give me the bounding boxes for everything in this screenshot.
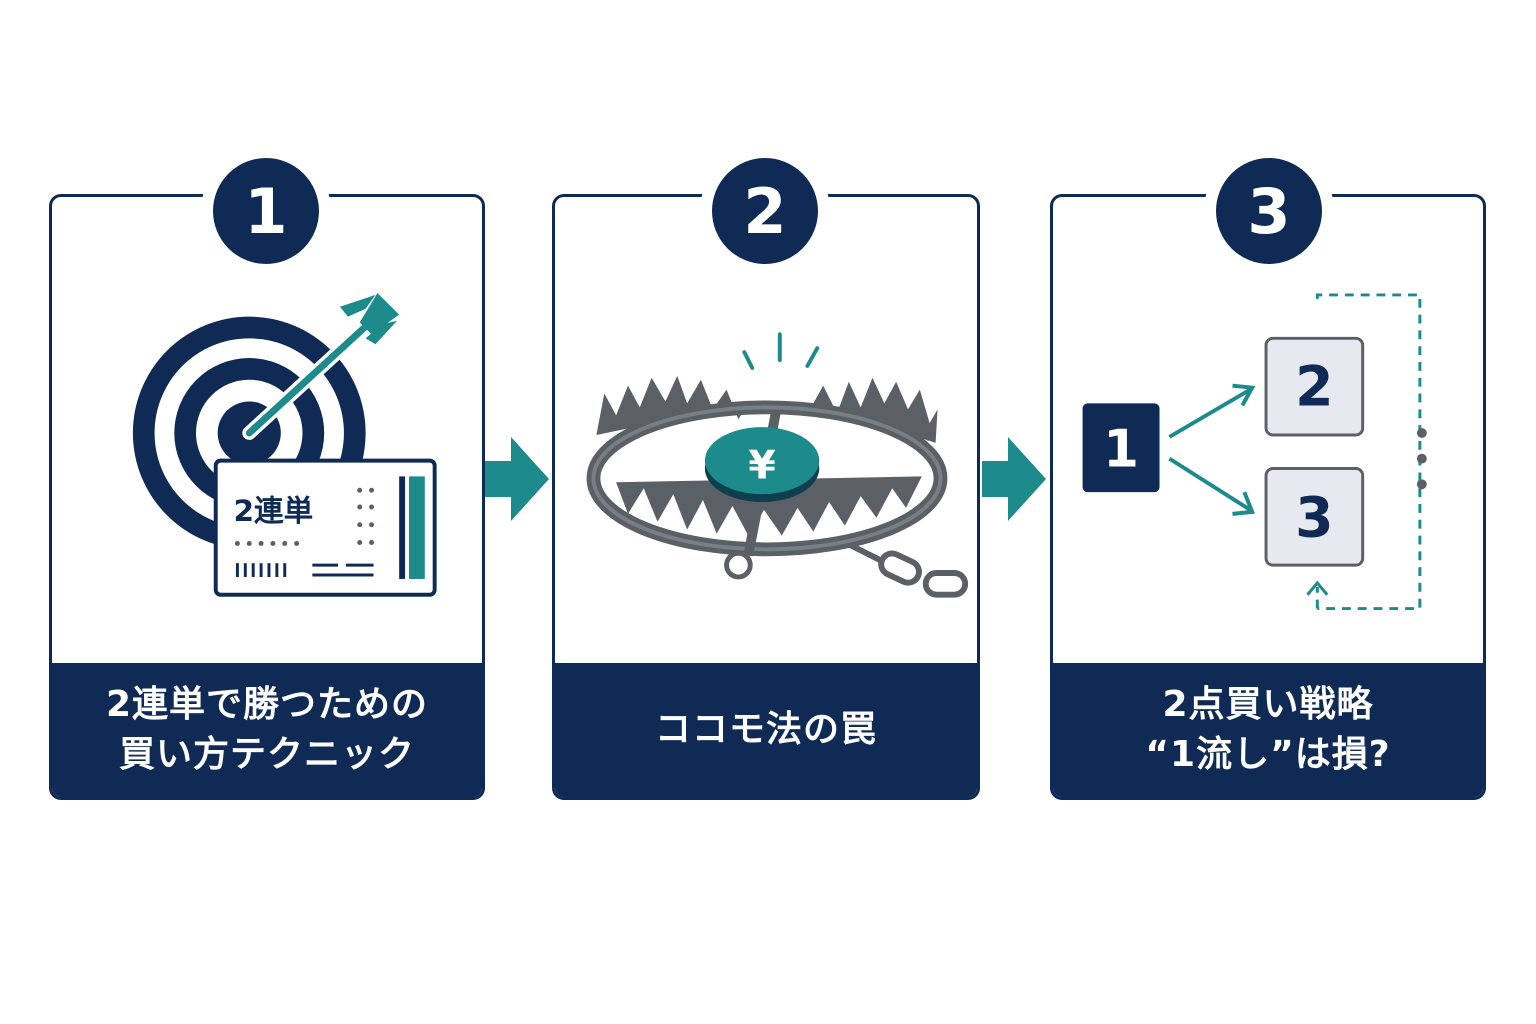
step-card-2: ¥ ココモ法の罠 [552,194,980,800]
step-badge-1: 1 [201,146,331,276]
target-box-label: 2 [1295,355,1333,419]
step-card-3: 1 2 3 2点買い戦略 “1流し”は損? [1050,194,1486,800]
bear-trap-icon [586,375,969,598]
caption-line: 買い方テクニック [118,734,415,775]
coin-symbol: ¥ [748,442,775,488]
step-3-illustration: 1 2 3 [1082,293,1427,611]
source-box-label: 1 [1103,420,1139,480]
caption-line: ココモ法の罠 [654,709,877,750]
alert-lines-icon [742,332,820,370]
step-3-caption: 2点買い戦略 “1流し”は損? [1053,663,1483,797]
step-card-1: 2連単 2連単で勝つための 買い方テクニック [49,194,485,800]
caption-line: 2連単で勝つための [105,684,429,725]
ticket-icon: 2連単 [213,458,437,597]
flow-diagram-icon [1082,293,1427,611]
caption-line: “1流し”は損? [1145,734,1391,775]
next-step-arrow-icon [982,437,1046,521]
step-badge-3: 3 [1204,146,1334,276]
step-2-illustration: ¥ [586,332,969,598]
step-badge-2: 2 [700,146,830,276]
arrow-in-target-icon [242,292,400,440]
next-step-arrow-icon [485,437,549,521]
step-1-illustration: 2連単 [132,292,437,597]
caption-line: 2点買い戦略 [1162,684,1374,725]
step-2-caption: ココモ法の罠 [555,663,977,797]
ticket-label: 2連単 [233,494,313,528]
target-box-label: 3 [1295,487,1333,551]
step-1-caption: 2連単で勝つための 買い方テクニック [52,663,482,797]
yen-coin-icon: ¥ [704,427,820,503]
